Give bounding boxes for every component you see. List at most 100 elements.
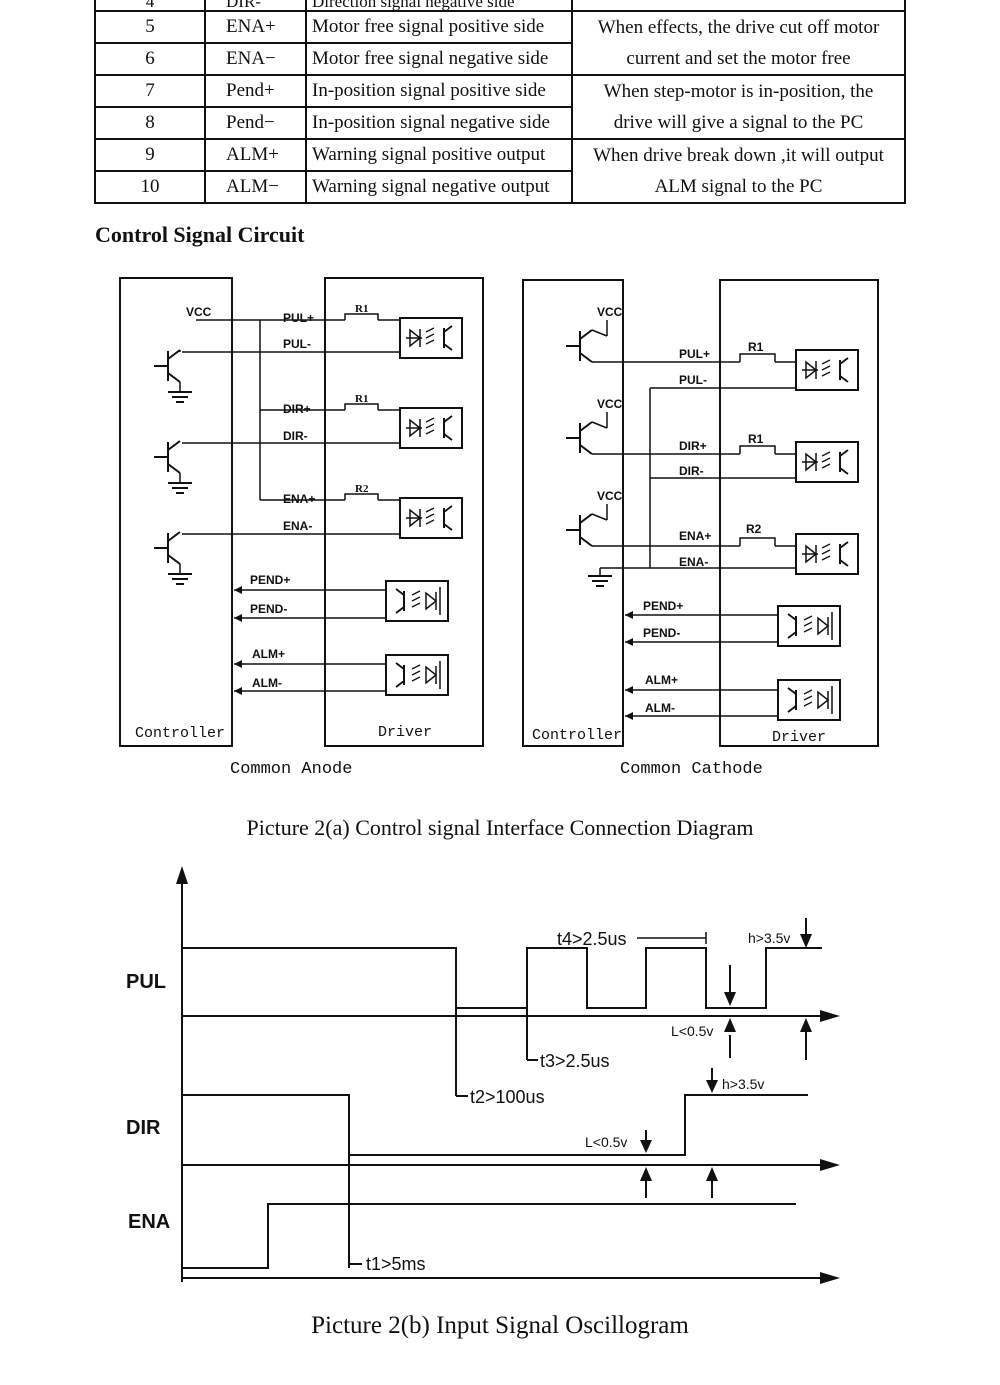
optocoupler-icon (777, 679, 841, 721)
signal-label: ENA- (679, 555, 708, 569)
pin-signal: ALM− (204, 170, 307, 204)
pin-signal: DIR- (204, 0, 307, 12)
vcc-label: VCC (597, 305, 623, 319)
pin-table: 4 DIR- Direction signal negative side 5 … (94, 0, 906, 204)
resistor-label: R2 (355, 483, 369, 495)
ground-icon (587, 575, 613, 587)
signal-label: DIR+ (283, 402, 311, 416)
table-row: 10 ALM− Warning signal negative output (94, 170, 905, 204)
table-row: 6 ENA− Motor free signal negative side (94, 42, 905, 76)
resistor-label: R1 (748, 340, 764, 354)
figure-caption: Picture 2(a) Control signal Interface Co… (246, 815, 754, 840)
pin-number: 5 (94, 10, 206, 44)
signal-label: PEND+ (643, 599, 683, 613)
t2-label: t2>100us (470, 1087, 545, 1107)
common-cathode-caption: Common Cathode (620, 760, 763, 779)
table-row: 8 Pend− In-position signal negative side (94, 106, 905, 140)
signal-label: PEND+ (250, 573, 290, 587)
resistor-label: R1 (355, 303, 368, 315)
signal-label: PUL+ (283, 311, 314, 325)
signal-label: PEND- (643, 626, 680, 640)
table-row: 5 ENA+ Motor free signal positive side W… (94, 10, 906, 76)
pin-note: When drive break down ,it will output AL… (571, 138, 906, 204)
vcc-label: VCC (597, 397, 623, 411)
table-row: 7 Pend+ In-position signal positive side… (94, 74, 906, 140)
pin-description: In-position signal negative side (305, 106, 573, 140)
note-line: ALM signal to the PC (654, 176, 823, 197)
pin-description: Warning signal negative output (305, 170, 573, 204)
note-line: When effects, the drive cut off motor (597, 17, 880, 38)
ground-icon (167, 573, 193, 585)
pin-signal: ALM+ (204, 138, 307, 172)
common-anode-caption: Common Anode (230, 760, 353, 779)
pin-description: Direction signal negative side (305, 0, 573, 12)
pin-number: 8 (94, 106, 206, 140)
signal-label: ENA- (283, 519, 312, 533)
pin-number: 4 (94, 0, 206, 12)
optocoupler-icon (385, 654, 449, 696)
optocoupler-icon (385, 580, 449, 622)
optocoupler-icon (795, 533, 859, 575)
t3-label: t3>2.5us (540, 1051, 610, 1071)
note-line: When drive break down ,it will output (593, 145, 884, 166)
pin-description: Motor free signal negative side (305, 42, 573, 76)
pin-signal: Pend− (204, 106, 307, 140)
circuit-diagram: Controller Driver VCC R1 R1 R2 PUL+ PUL-… (119, 277, 879, 747)
optocoupler-icon (399, 497, 463, 539)
signal-label: ENA+ (283, 492, 315, 506)
table-row: 4 DIR- Direction signal negative side (94, 0, 906, 12)
signal-label: PUL- (679, 373, 707, 387)
common-anode-circuit: Controller Driver VCC R1 R1 R2 PUL+ PUL-… (119, 277, 484, 747)
resistor-label: R2 (746, 522, 762, 536)
pin-description: In-position signal positive side (305, 74, 573, 108)
signal-label: ENA+ (679, 529, 711, 543)
pin-number: 7 (94, 74, 206, 108)
high-level-label: h>3.5v (748, 930, 790, 946)
optocoupler-icon (399, 317, 463, 359)
resistor-label: R1 (355, 393, 368, 405)
signal-label: ALM- (645, 701, 675, 715)
optocoupler-icon (795, 349, 859, 391)
low-level-label: L<0.5v (585, 1134, 627, 1150)
signal-name-pul: PUL (126, 971, 166, 993)
table-row: 9 ALM+ Warning signal positive output Wh… (94, 138, 906, 204)
driver-box (719, 279, 879, 747)
note-line: current and set the motor free (626, 48, 851, 69)
pin-description: Motor free signal positive side (305, 10, 573, 44)
signal-label: PUL- (283, 337, 311, 351)
signal-label: DIR- (679, 464, 704, 478)
driver-label: Driver (772, 729, 826, 746)
signal-label: DIR+ (679, 439, 707, 453)
signal-label: ALM- (252, 676, 282, 690)
optocoupler-icon (777, 605, 841, 647)
pin-number: 9 (94, 138, 206, 172)
controller-label: Controller (135, 725, 225, 742)
pin-signal: Pend+ (204, 74, 307, 108)
low-level-label: L<0.5v (671, 1023, 713, 1039)
figure-caption: Picture 2(b) Input Signal Oscillogram (311, 1312, 689, 1339)
signal-label: DIR- (283, 429, 308, 443)
section-heading: Control Signal Circuit (95, 222, 305, 247)
signal-name-ena: ENA (128, 1211, 170, 1233)
ground-icon (167, 391, 193, 403)
pin-note: When effects, the drive cut off motor cu… (571, 10, 906, 76)
signal-label: ALM+ (252, 647, 285, 661)
signal-label: PUL+ (679, 347, 710, 361)
common-cathode-circuit: Controller Driver VCC VCC VCC R1 R1 R2 (522, 279, 879, 747)
controller-box (119, 277, 233, 747)
driver-label: Driver (378, 724, 432, 741)
pin-note: When step-motor is in-position, the driv… (571, 74, 906, 140)
signal-name-dir: DIR (126, 1117, 161, 1139)
controller-box (522, 279, 624, 747)
pin-number: 10 (94, 170, 206, 204)
high-level-label: h>3.5v (722, 1076, 764, 1092)
driver-box (324, 277, 484, 747)
pin-signal: ENA+ (204, 10, 307, 44)
vcc-label: VCC (186, 305, 212, 319)
optocoupler-icon (399, 407, 463, 449)
resistor-label: R1 (748, 432, 764, 446)
pin-signal: ENA− (204, 42, 307, 76)
pin-number: 6 (94, 42, 206, 76)
pin-description: Warning signal positive output (305, 138, 573, 172)
signal-label: PEND- (250, 602, 287, 616)
